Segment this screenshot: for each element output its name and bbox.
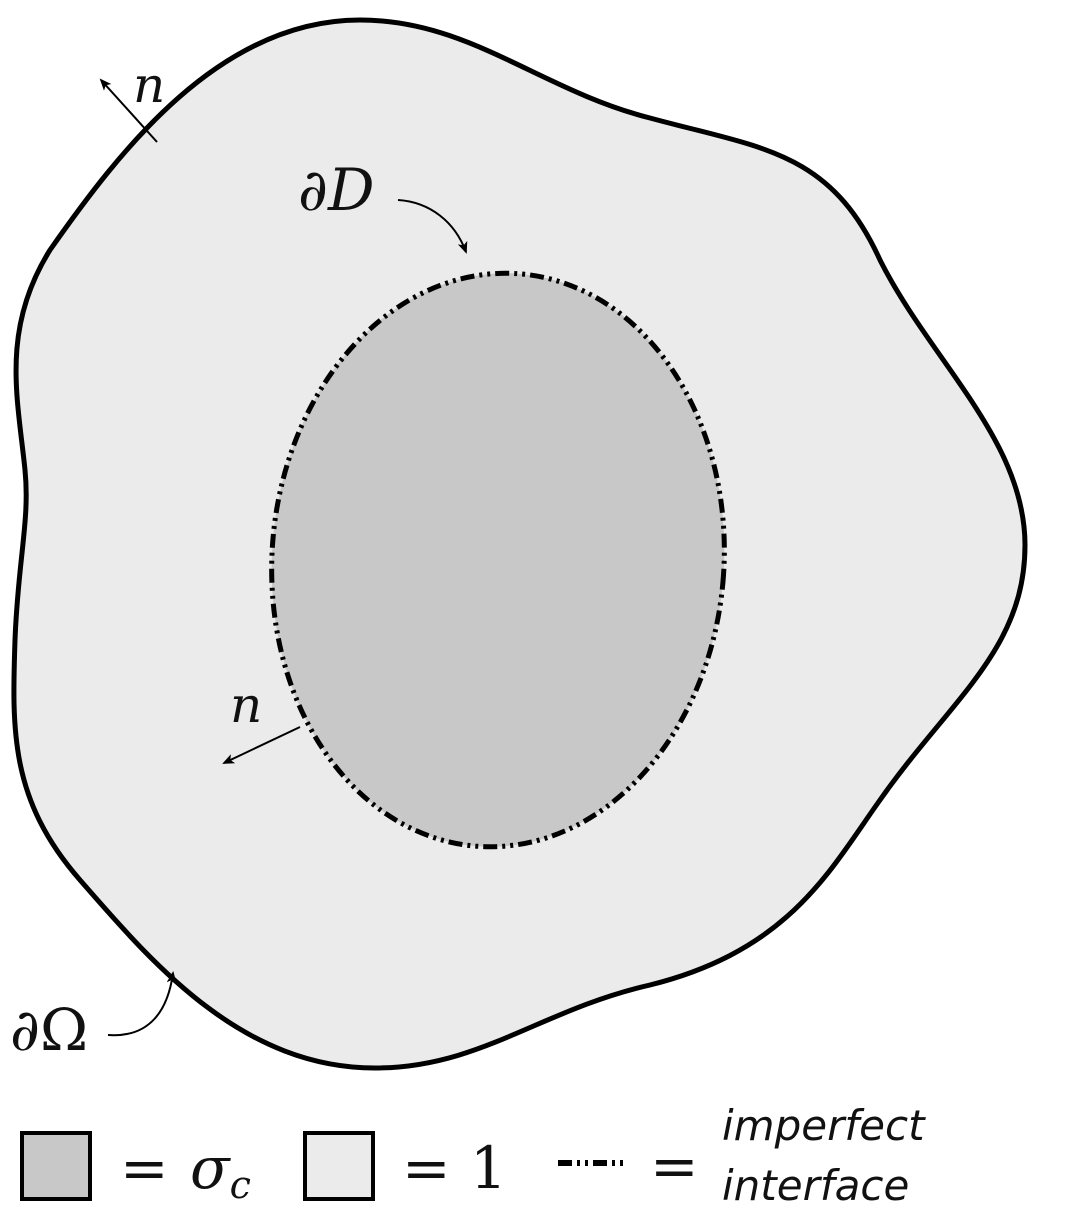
legend-inclusion-label: σc — [190, 1134, 251, 1207]
inclusion-boundary-arrow — [397, 199, 468, 254]
outer-boundary-arrow — [107, 971, 177, 1037]
outer-normal-arrow — [99, 78, 158, 143]
legend-interface-equals: = — [650, 1132, 699, 1200]
outer-normal-label: n — [133, 56, 165, 114]
legend-interface-line1: imperfect — [722, 1101, 926, 1150]
inclusion-boundary-label: ∂D — [298, 156, 375, 224]
legend-sigma: σ — [190, 1134, 231, 1202]
legend-interface-line2: interface — [722, 1161, 909, 1210]
inclusion-region-d — [269, 270, 727, 850]
outer-boundary-label: ∂Ω — [10, 996, 88, 1064]
inclusion-boundary-letter: D — [327, 156, 375, 224]
partial-symbol-outer: ∂ — [10, 996, 40, 1064]
inner-normal-label: n — [230, 676, 262, 734]
inner-normal-arrow — [222, 726, 301, 764]
legend-inclusion-equals: = — [120, 1134, 169, 1202]
legend-background-swatch — [303, 1131, 375, 1201]
outer-boundary-letter: Ω — [40, 996, 88, 1064]
legend-inclusion-swatch — [20, 1131, 92, 1201]
partial-symbol: ∂ — [298, 156, 328, 224]
legend-sigma-subscript: c — [230, 1163, 251, 1207]
legend-background-value: 1 — [470, 1134, 507, 1202]
legend-background-equals: = — [402, 1134, 451, 1202]
